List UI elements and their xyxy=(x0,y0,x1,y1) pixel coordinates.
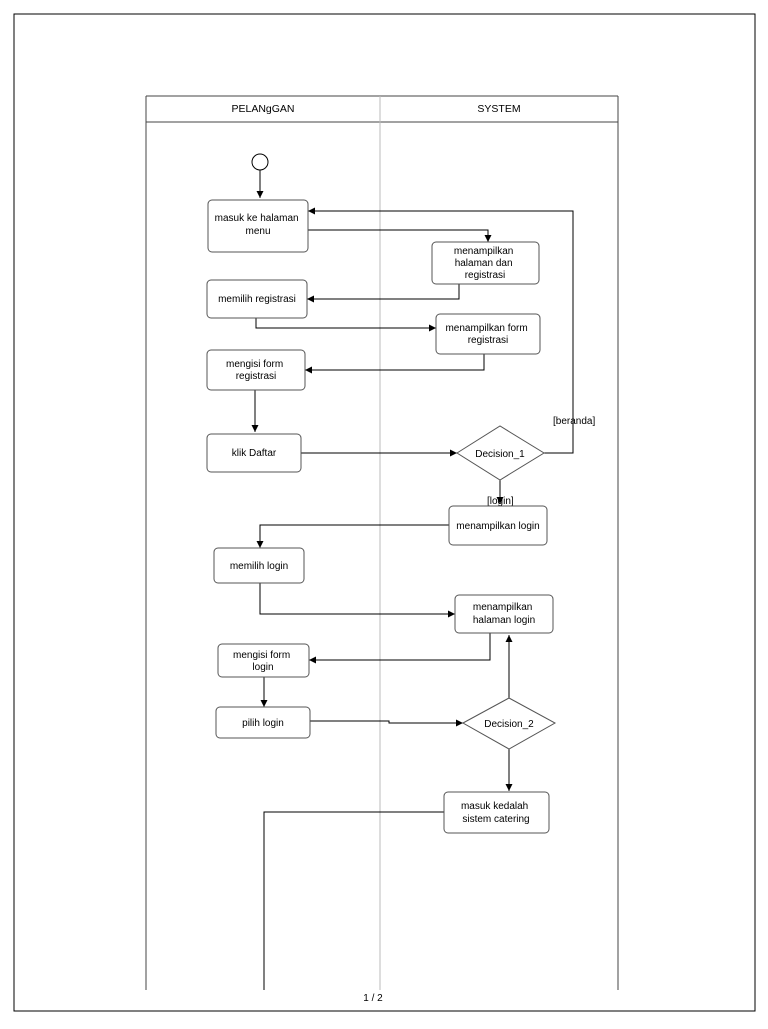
edge-page-to-fill-login[interactable] xyxy=(309,633,491,664)
edge-show-registrasi-to-choose[interactable] xyxy=(307,284,460,303)
node-masuk-sistem-catering[interactable]: masuk kedalah sistem catering xyxy=(443,791,550,834)
node-menampilkan-login[interactable]: menampilkan login xyxy=(448,505,548,546)
decision-1-label: Decision_1 xyxy=(475,449,525,460)
node-text: masuk kedalah sistem catering xyxy=(461,801,531,825)
edge-form-to-fill[interactable] xyxy=(305,354,485,374)
decision-2[interactable]: Decision_2 xyxy=(461,697,557,750)
node-text: menampilkan login xyxy=(456,521,539,532)
edge-choose-login-to-page[interactable] xyxy=(259,583,455,618)
guard-login: [login] xyxy=(487,496,514,507)
node-masuk-halaman-menu[interactable]: masuk ke halaman menu xyxy=(207,199,309,253)
swimlanes: PELANgGAN SYSTEM xyxy=(145,95,619,990)
edge-show-login-to-choose[interactable] xyxy=(256,524,449,548)
node-mengisi-form-registrasi[interactable]: mengisi form registrasi xyxy=(206,349,306,391)
node-menampilkan-halaman-login[interactable]: menampilkan halaman login xyxy=(454,594,554,634)
node-menampilkan-halaman-registrasi[interactable]: menampilkan halaman dan registrasi xyxy=(431,241,540,285)
edge-pilih-to-decision2[interactable] xyxy=(310,719,463,727)
node-text: menampilkan halaman login xyxy=(473,602,535,626)
node-text: menampilkan form registrasi xyxy=(445,323,530,346)
node-memilih-login[interactable]: memilih login xyxy=(213,547,305,584)
node-text: mengisi form login xyxy=(233,650,293,673)
node-text: pilih login xyxy=(242,718,284,729)
node-menampilkan-form-registrasi[interactable]: menampilkan form registrasi xyxy=(435,313,541,355)
node-text: masuk ke halaman menu xyxy=(215,213,302,237)
node-text: klik Daftar xyxy=(232,448,277,459)
decision-1[interactable]: Decision_1 xyxy=(456,425,545,481)
page-border xyxy=(13,13,756,1012)
initial-node[interactable] xyxy=(251,153,269,171)
node-text: mengisi form registrasi xyxy=(226,359,286,382)
guard-beranda: [beranda] xyxy=(553,416,595,427)
node-text: memilih registrasi xyxy=(218,294,296,305)
node-text: memilih login xyxy=(230,561,288,572)
page-number: 1 / 2 xyxy=(363,993,383,1004)
edge-enter-continues[interactable] xyxy=(263,811,444,990)
edge-menu-to-show-registrasi[interactable] xyxy=(308,229,492,242)
decision-2-label: Decision_2 xyxy=(484,719,534,730)
node-text: menampilkan halaman dan registrasi xyxy=(454,246,516,281)
edges xyxy=(251,170,574,990)
edge-choose-to-form[interactable] xyxy=(255,318,436,332)
lane-title-pelanggan: PELANgGAN xyxy=(231,103,294,115)
node-mengisi-form-login[interactable]: mengisi form login xyxy=(217,643,310,678)
node-klik-daftar[interactable]: klik Daftar xyxy=(206,433,302,473)
node-memilih-registrasi[interactable]: memilih registrasi xyxy=(206,279,308,319)
node-pilih-login[interactable]: pilih login xyxy=(215,706,311,739)
edge-decision1-beranda[interactable] xyxy=(308,207,574,454)
lane-title-system: SYSTEM xyxy=(477,103,520,115)
